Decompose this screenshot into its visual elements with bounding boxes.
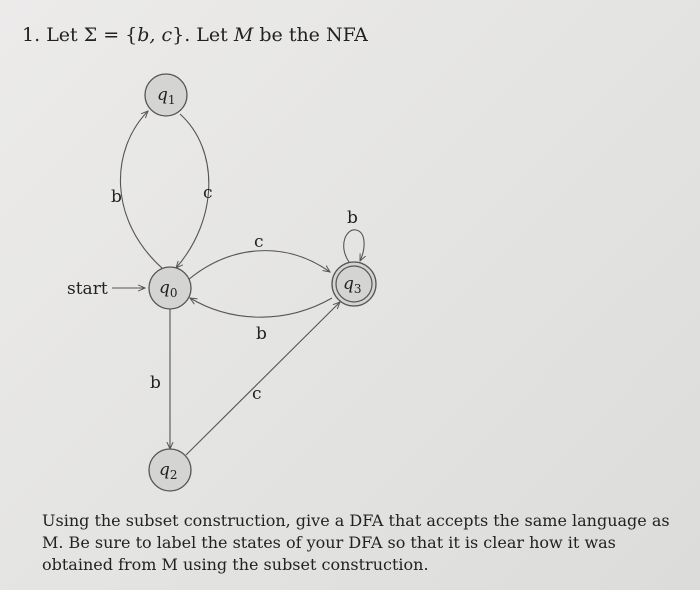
edge-q2-q3 [185, 302, 340, 456]
label-edge-q0-q2: b [150, 373, 161, 393]
state-q1: q1 [144, 73, 188, 117]
edge-q0-q3 [187, 250, 330, 281]
state-q0-label: q0 [159, 278, 178, 300]
edge-q3-self [343, 229, 364, 263]
problem-statement: 1. Let Σ = {b, c}. Let M be the NFA [22, 24, 368, 46]
state-q1-label: q1 [157, 85, 176, 107]
statement-suffix: be the NFA [253, 24, 368, 46]
problem-number: 1. [22, 24, 41, 46]
label-edge-q0-q3: c [254, 232, 264, 252]
edge-q0-q1 [119, 111, 164, 270]
state-q0: q0 [148, 266, 192, 310]
instructions-text: Using the subset construction, give a DF… [42, 511, 670, 574]
label-edge-q2-q3: c [252, 384, 262, 404]
label-edge-q3-q0: b [256, 324, 267, 344]
state-q2-label: q2 [159, 460, 178, 482]
machine-name: M [233, 24, 254, 46]
label-edge-q0-q1: b [111, 187, 122, 207]
label-edge-q1-q0: c [203, 183, 213, 203]
nfa-diagram: start b c c b b b c q1 q0 q2 [67, 73, 377, 492]
state-q3-label: q3 [343, 274, 362, 296]
start-label: start [67, 279, 108, 299]
edge-q1-q0 [176, 113, 210, 268]
label-edge-q3-self: b [347, 208, 358, 228]
alphabet-symbols: b, c [137, 24, 173, 46]
state-q2: q2 [148, 448, 192, 492]
statement-prefix: Let Σ = { [46, 24, 138, 46]
state-q3-accepting: q3 [331, 261, 377, 307]
statement-mid: }. Let [172, 24, 234, 46]
edge-q3-q0 [190, 298, 333, 318]
